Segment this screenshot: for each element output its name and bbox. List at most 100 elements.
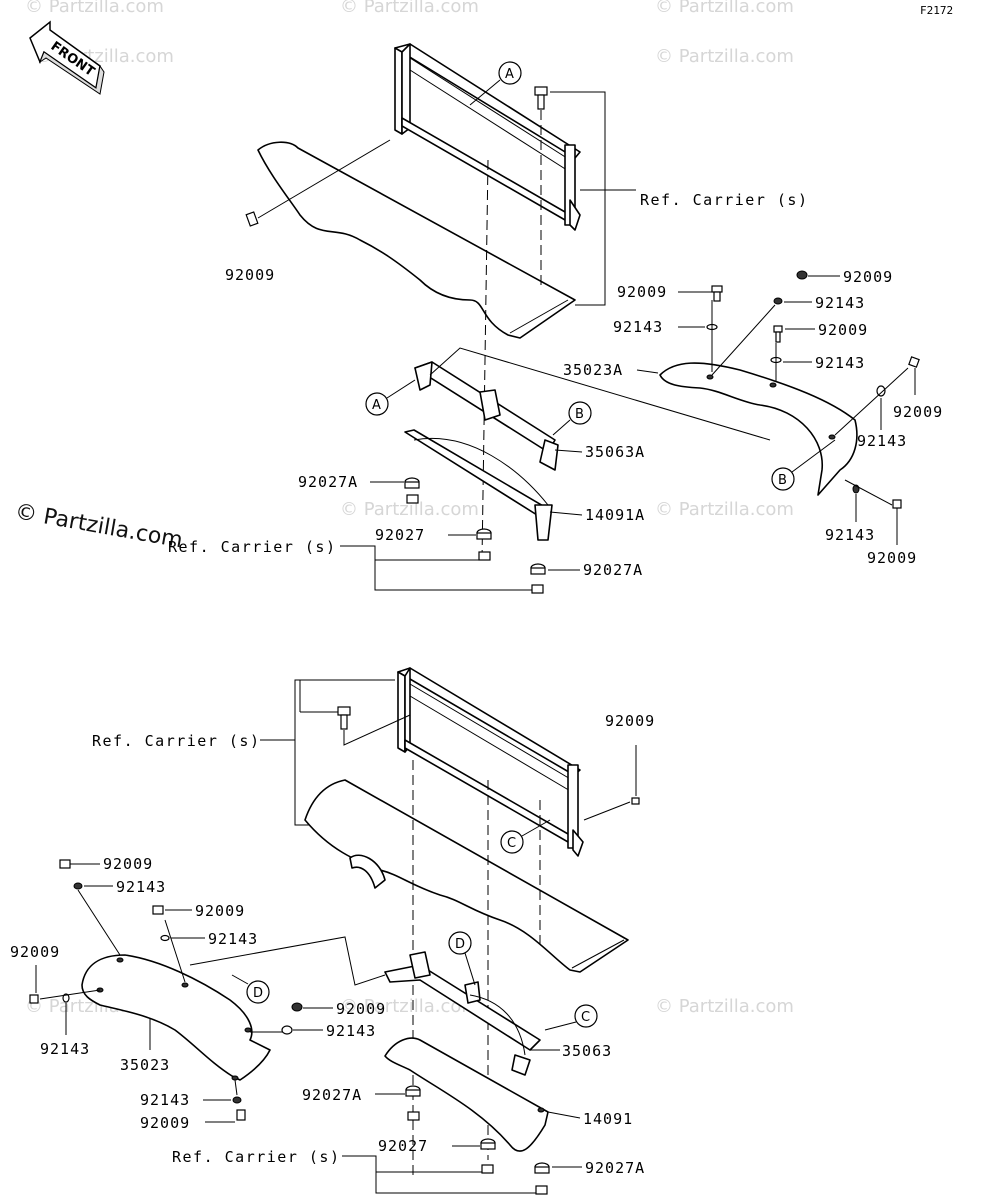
watermark-main: © Partzilla.com <box>13 499 185 553</box>
nut-icon <box>476 528 492 561</box>
part-label-92143: 92143 <box>116 878 166 896</box>
washer-icon <box>232 1096 242 1104</box>
bolt-icon <box>59 859 71 869</box>
bolt-icon <box>892 499 902 509</box>
part-label-92027a: 92027A <box>583 561 643 579</box>
part-label-35063: 35063 <box>562 1042 612 1060</box>
part-label-92027a: 92027A <box>585 1159 645 1177</box>
bolt-icon <box>711 285 723 302</box>
svg-text:C: C <box>581 1010 590 1025</box>
upper-carrier-deck <box>257 141 576 339</box>
part-label-92027: 92027 <box>378 1137 428 1155</box>
part-label-35023a: 35023A <box>563 361 623 379</box>
part-label-35023: 35023 <box>120 1056 170 1074</box>
bolt-icon <box>236 1109 246 1121</box>
part-label-92009: 92009 <box>818 321 868 339</box>
watermark-text: © Partzilla.com <box>655 996 794 1017</box>
bolt-icon <box>29 994 39 1004</box>
callout-b: B <box>771 467 795 491</box>
lower-carrier-frame <box>397 667 584 857</box>
lower-carrier-deck <box>304 779 629 973</box>
upper-carrier-frame <box>394 43 581 231</box>
part-label-92027a: 92027A <box>302 1086 362 1104</box>
bolt-icon <box>796 270 808 280</box>
callout-a: A <box>365 392 389 416</box>
part-label-92009: 92009 <box>336 1000 386 1018</box>
ref-carrier-label-lower-2: Ref. Carrier (s) <box>172 1148 341 1166</box>
part-label-92143: 92143 <box>208 930 258 948</box>
bolt-icon <box>291 1002 303 1012</box>
watermark-text: © Partzilla.com <box>655 46 794 67</box>
part-label-92009: 92009 <box>867 549 917 567</box>
svg-text:B: B <box>778 473 787 488</box>
callout-b: B <box>568 401 592 425</box>
part-label-92009: 92009 <box>195 902 245 920</box>
part-label-92143: 92143 <box>825 526 875 544</box>
part-label-35063a: 35063A <box>585 443 645 461</box>
part-label-92143: 92143 <box>815 354 865 372</box>
bolt-icon <box>245 211 259 227</box>
nut-icon <box>405 1085 421 1121</box>
washer-icon <box>773 297 783 305</box>
part-label-92027a: 92027A <box>298 473 358 491</box>
svg-text:A: A <box>505 67 514 82</box>
washer-icon <box>281 1025 293 1035</box>
nut-icon <box>534 1162 550 1195</box>
part-label-92009: 92009 <box>843 268 893 286</box>
watermark-text: © Partzilla.com <box>340 499 479 520</box>
part-label-92009: 92009 <box>605 712 655 730</box>
part-label-92009: 92009 <box>893 403 943 421</box>
washer-icon <box>876 385 886 397</box>
watermark-text: © Partzilla.com <box>340 0 479 17</box>
watermark-text: © Partzilla.com <box>655 499 794 520</box>
svg-text:D: D <box>455 937 465 952</box>
callout-d: D <box>246 980 270 1004</box>
part-label-92143: 92143 <box>857 432 907 450</box>
part-label-14091a: 14091A <box>585 506 645 524</box>
part-label-92009: 92009 <box>617 283 667 301</box>
watermark-text: © Partzilla.com <box>340 996 479 1017</box>
callout-c: C <box>500 830 524 854</box>
svg-text:C: C <box>507 836 516 851</box>
part-label-14091: 14091 <box>583 1110 633 1128</box>
ref-carrier-label-upper-2: Ref. Carrier (s) <box>168 538 337 556</box>
lower-bar-14091 <box>384 1037 549 1152</box>
lower-guard-35023 <box>81 954 271 1081</box>
bolt-icon <box>908 356 920 368</box>
part-label-92143: 92143 <box>40 1040 90 1058</box>
callout-d: D <box>448 931 472 955</box>
nut-icon <box>404 477 420 504</box>
bolt-icon <box>152 905 164 915</box>
figure-id: F2172 <box>920 4 953 17</box>
ref-carrier-label-lower: Ref. Carrier (s) <box>92 732 261 750</box>
bolt-icon <box>773 325 783 343</box>
washer-icon <box>62 993 70 1003</box>
nut-icon <box>530 563 546 594</box>
part-label-92143: 92143 <box>815 294 865 312</box>
upper-bracket-35063a <box>414 361 559 471</box>
washer-icon <box>160 934 170 942</box>
part-label-92009: 92009 <box>140 1114 190 1132</box>
svg-text:D: D <box>253 986 263 1001</box>
ref-carrier-label-upper: Ref. Carrier (s) <box>640 191 809 209</box>
bolt-icon <box>534 86 548 110</box>
watermark-text: © Partzilla.com <box>655 0 794 17</box>
svg-text:B: B <box>575 407 584 422</box>
part-label-92009: 92009 <box>225 266 275 284</box>
bolt-icon <box>631 797 640 805</box>
callout-c: C <box>574 1004 598 1028</box>
part-label-92009: 92009 <box>10 943 60 961</box>
bolt-icon <box>337 706 351 730</box>
upper-bar-14091a <box>404 429 553 541</box>
watermark-text: © Partzilla.com <box>25 0 164 17</box>
washer-icon <box>73 882 83 890</box>
svg-text:A: A <box>372 398 381 413</box>
part-label-92027: 92027 <box>375 526 425 544</box>
callout-a: A <box>498 61 522 85</box>
part-label-92143: 92143 <box>140 1091 190 1109</box>
part-label-92143: 92143 <box>326 1022 376 1040</box>
nut-icon <box>480 1138 496 1174</box>
part-label-92143: 92143 <box>613 318 663 336</box>
upper-guard-35023a <box>659 362 858 496</box>
